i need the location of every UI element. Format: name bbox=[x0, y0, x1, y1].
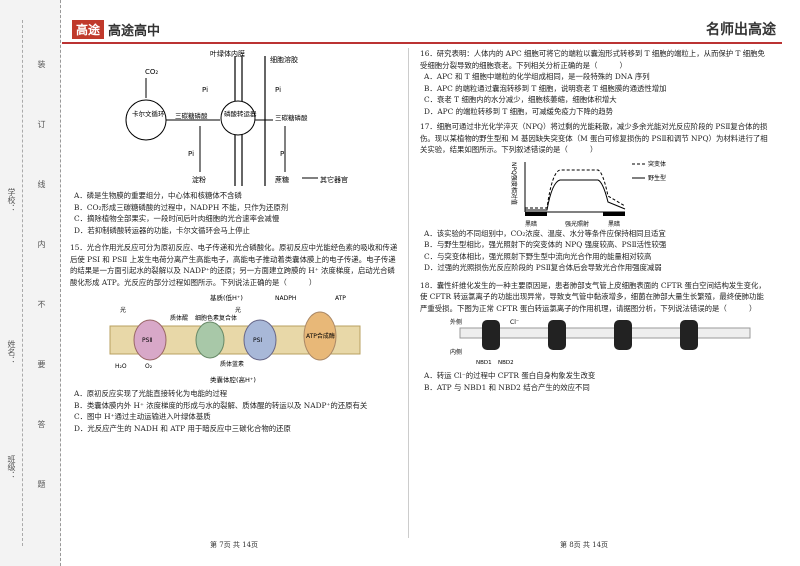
y-axis-label: NPQ强度相对值 bbox=[510, 162, 518, 205]
light-label: 光 bbox=[120, 306, 126, 314]
starch-label: 淀粉 bbox=[192, 175, 206, 184]
psii-label: PSⅡ bbox=[142, 337, 152, 344]
column-divider bbox=[408, 48, 409, 538]
cut-line bbox=[22, 20, 23, 546]
wildtype-line bbox=[525, 179, 626, 210]
x-label-light: 强光照射 bbox=[565, 220, 589, 228]
right-page-number: 第 8页 共 14页 bbox=[560, 541, 609, 549]
stroma-label: 基质(低H⁺) bbox=[210, 293, 243, 302]
calvin-cycle-diagram: 叶绿体内膜 细胞溶胶 CO₂ 卡尔文循环 三碳糖磷酸 Pi Pi 磷酸转运器 三… bbox=[125, 49, 348, 186]
q16-option-b: B．APC 的端粒通过囊泡转移到 T 细胞，说明衰老 T 细胞膜的通透性增加 bbox=[424, 83, 667, 93]
mutant-line bbox=[525, 169, 626, 208]
npq-chart-figure: NPQ强度相对值 黑暗 强光照射 黑暗 突变体 野生型 bbox=[420, 155, 770, 228]
x-label-dark: 黑暗 bbox=[525, 220, 537, 228]
q18-stem: 18．囊性纤维化发生的一种主要原因是，患者肺部支气管上皮细胞表面的 CFTR 蛋… bbox=[420, 280, 766, 313]
cytochrome-label: 细胞色素复合体 bbox=[195, 314, 237, 322]
atp-label: ATP bbox=[335, 295, 346, 302]
q15-option-a: A．原初反应实现了光能直接转化为电能的过程 bbox=[74, 389, 228, 398]
q16-option-a: A．APC 和 T 细胞中端粒的化学组成相同，是一段特殊的 DNA 序列 bbox=[424, 72, 650, 81]
cytosol-label: 细胞溶胶 bbox=[270, 55, 298, 64]
water-label: H₂O bbox=[115, 363, 127, 370]
pi-label: Pi bbox=[275, 86, 281, 94]
brand-logo: 高途 bbox=[72, 20, 105, 39]
binding-strip: 学校： 姓名： 班级： 装 订 线 内 不 要 答 题 bbox=[0, 0, 61, 566]
outside-label: 外侧 bbox=[450, 318, 462, 326]
pi-label: Pi bbox=[280, 150, 286, 158]
q16-stem: 16．研究表明：人体内的 APC 细胞可将它的端粒以囊泡形式转移到 T 细胞的端… bbox=[420, 49, 765, 70]
chloride-label: Cl⁻ bbox=[510, 319, 519, 326]
npq-chart: NPQ强度相对值 黑暗 强光照射 黑暗 突变体 野生型 bbox=[510, 160, 666, 228]
q15-option-b: B．类囊体膜内外 H⁺ 浓度梯度的形成与水的裂解、质体醌的转运以及 NADP⁺的… bbox=[74, 400, 368, 410]
lumen-label: 类囊体腔(高H⁺) bbox=[210, 375, 256, 384]
q14-option-d: D．若抑制磷酸转运器的功能，卡尔文循环会马上停止 bbox=[74, 225, 250, 235]
light-reaction-figure: 基质(低H⁺) 类囊体腔(高H⁺) PSⅡ PSⅠ 细胞色素复合体 ATP合成酶… bbox=[70, 290, 400, 388]
plastocyanin-label: 质体蓝素 bbox=[220, 360, 244, 368]
name-label: 姓名： bbox=[7, 340, 16, 364]
light-label: 光 bbox=[235, 306, 241, 314]
class-label: 班级： bbox=[7, 455, 16, 479]
brand-motto: 名师出高途 bbox=[706, 22, 776, 38]
seal-word: 不 bbox=[37, 300, 46, 308]
q15-stem: 15．光合作用光反应可分为原初反应、电子传递和光合磷酸化。原初反应中光能经色素的… bbox=[70, 243, 398, 287]
nadph-label: NADPH bbox=[275, 295, 296, 302]
nbd2-label: NBD2 bbox=[498, 360, 514, 366]
q17-option-b: B．与野生型相比，强光照射下的突变体的 NPQ 强度较高、PSⅡ活性较强 bbox=[424, 240, 667, 249]
school-label: 学校： bbox=[7, 188, 16, 212]
seal-word: 答 bbox=[37, 420, 46, 428]
q18-option-a: A．转运 Cl⁻的过程中 CFTR 蛋白自身构象发生改变 bbox=[424, 371, 596, 380]
organs-label: 其它器官 bbox=[320, 175, 348, 184]
sucrose-label: 蔗糖 bbox=[275, 175, 289, 184]
seal-word: 装 bbox=[37, 60, 46, 68]
pi-label: Pi bbox=[188, 150, 194, 158]
seal-word: 要 bbox=[37, 360, 46, 368]
q17-stem: 17．细胞可通过非光化学淬灭（NPQ）将过剩的光能耗散，减少多余光能对光反应阶段… bbox=[420, 122, 768, 154]
legend-wildtype: 野生型 bbox=[648, 174, 666, 182]
triose-phosphate-label: 三碳糖磷酸 bbox=[275, 113, 308, 122]
plastoquinone-label: 质体醌 bbox=[170, 314, 188, 322]
cycle-label: 卡尔文循环 bbox=[132, 109, 165, 118]
q14-option-c: C．摘除植物全部果实，一段时间后叶肉细胞的光合速率会减慢 bbox=[74, 214, 280, 223]
brand-name: 高途高中 bbox=[108, 24, 161, 39]
inside-label: 内侧 bbox=[450, 348, 462, 356]
q17-option-d: D．过强的光照损伤光反应阶段的 PSⅡ复合体后会导致光合作用强度减弱 bbox=[424, 263, 662, 272]
q16-option-c: C．衰老 T 细胞内的水分减少，细胞核萎缩，细胞体积增大 bbox=[424, 95, 617, 104]
q17-option-c: C．与突变体相比，强光照射下野生型中流向光合作用的能量相对较高 bbox=[424, 251, 652, 261]
light-reaction-diagram: 基质(低H⁺) 类囊体腔(高H⁺) PSⅡ PSⅠ 细胞色素复合体 ATP合成酶… bbox=[109, 293, 361, 384]
thylakoid-label: 叶绿体内膜 bbox=[210, 49, 245, 58]
q14-option-a: A．磷是生物膜的重要组分，中心体和核糖体不含磷 bbox=[74, 191, 242, 200]
right-column: 16．研究表明：人体内的 APC 细胞可将它的端粒以囊泡形式转移到 T 细胞的端… bbox=[420, 48, 770, 393]
q14-option-b: B．CO₂形成三碳糖磷酸的过程中，NADPH 不能，只作为还原剂 bbox=[74, 202, 289, 212]
psi-label: PSⅠ bbox=[253, 337, 262, 344]
co2-label: CO₂ bbox=[145, 68, 158, 76]
cftr-diagram: 外侧 内侧 Cl⁻ NBD1 NBD2 bbox=[450, 318, 751, 366]
page-header: 高途 高途高中 名师出高途 bbox=[62, 16, 782, 44]
q16-option-d: D．APC 的端粒转移到 T 细胞，可减缓免疫力下降的趋势 bbox=[424, 106, 614, 116]
seal-word: 内 bbox=[37, 240, 46, 248]
calvin-cycle-figure: 叶绿体内膜 细胞溶胶 CO₂ 卡尔文循环 三碳糖磷酸 Pi Pi 磷酸转运器 三… bbox=[70, 48, 400, 190]
x-label-dark: 黑暗 bbox=[608, 220, 620, 228]
seal-word: 订 bbox=[37, 120, 46, 128]
pi-label: Pi bbox=[202, 86, 208, 94]
left-column: 叶绿体内膜 细胞溶胶 CO₂ 卡尔文循环 三碳糖磷酸 Pi Pi 磷酸转运器 三… bbox=[70, 48, 400, 434]
q17-option-a: A．该实验的不同组别中，CO₂浓度、温度、水分等条件应保持相同且适宜 bbox=[424, 228, 666, 238]
seal-word: 题 bbox=[37, 480, 46, 488]
left-page-number: 第 7页 共 14页 bbox=[210, 541, 259, 549]
transporter-label: 磷酸转运器 bbox=[224, 109, 257, 118]
triose-phosphate-label: 三碳糖磷酸 bbox=[175, 111, 208, 120]
seal-word: 线 bbox=[37, 180, 46, 188]
q18-option-b: B．ATP 与 NBD1 和 NBD2 结合产生的效应不同 bbox=[424, 382, 590, 392]
legend-mutant: 突变体 bbox=[648, 160, 666, 168]
oxygen-label: O₂ bbox=[145, 363, 153, 370]
nbd1-label: NBD1 bbox=[476, 360, 492, 366]
atp-synthase-label: ATP合成酶 bbox=[306, 332, 335, 340]
q15-option-d: D．光反应产生的 NADH 和 ATP 用于暗反应中三碳化合物的还原 bbox=[74, 423, 291, 433]
cftr-figure: 外侧 内侧 Cl⁻ NBD1 NBD2 bbox=[420, 314, 770, 370]
q15-option-c: C．图中 H⁺通过主动运输进入叶绿体基质 bbox=[74, 412, 211, 421]
